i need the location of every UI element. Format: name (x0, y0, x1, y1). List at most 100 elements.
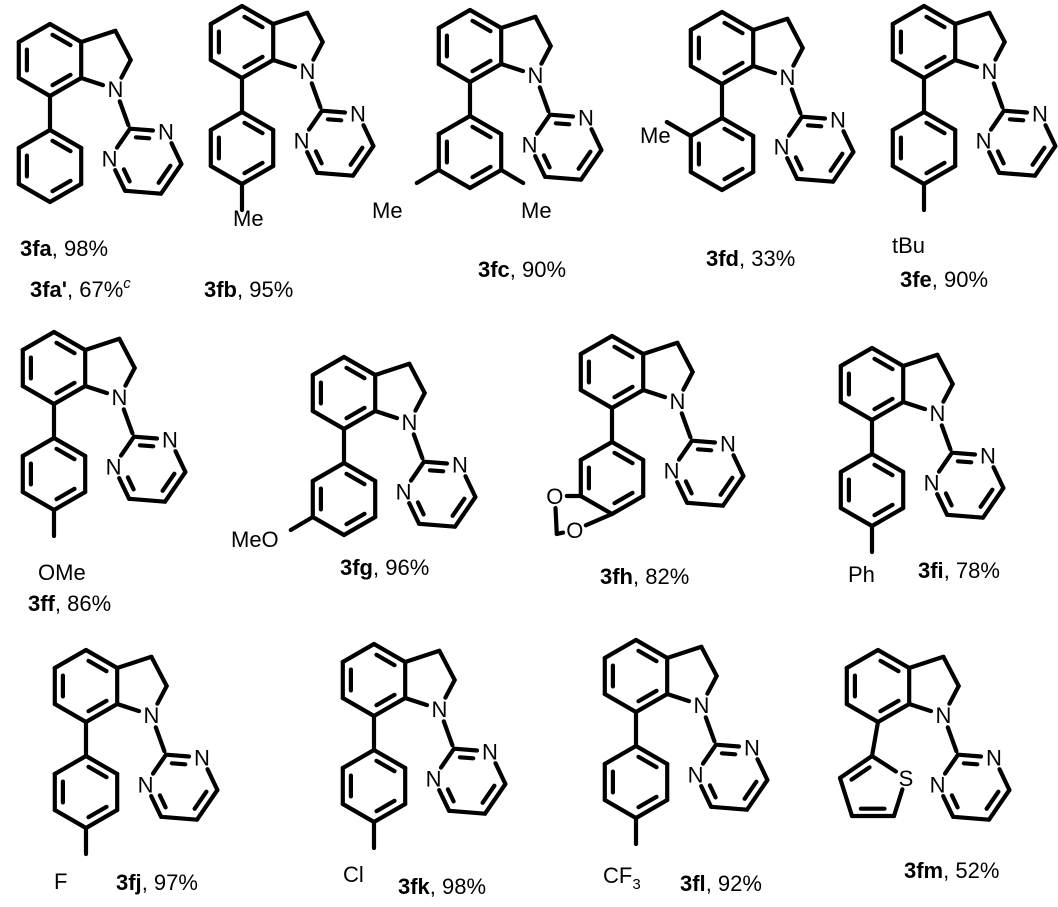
ring-double-bond (1007, 117, 1026, 123)
n-pyrimidine-bond (679, 411, 693, 440)
ring-double-bond (50, 32, 73, 48)
ring-bond (838, 505, 875, 529)
ring-bond (838, 399, 875, 423)
ring-bond (467, 7, 504, 31)
ring-double-bond (949, 793, 960, 810)
ring-bond (271, 10, 310, 27)
ring-bond (119, 57, 133, 80)
ring-bond (417, 521, 458, 529)
ring-double-bond (924, 14, 947, 30)
ring-bond (437, 648, 457, 683)
ring-bond (838, 451, 875, 475)
n-pyrimidine-bond (117, 99, 131, 128)
ring-bond (114, 126, 133, 150)
ring-bond (113, 28, 133, 63)
ring-bond (115, 654, 154, 671)
ring-bond (310, 460, 347, 484)
ring-bond (47, 181, 84, 205)
ring-bond (991, 465, 1006, 491)
ring-double-bond (984, 789, 1001, 811)
ring-bond (633, 691, 670, 715)
ring-double-bond (242, 14, 265, 30)
ring-bond (844, 647, 881, 671)
ring-bond (127, 126, 156, 133)
pyrimidine-nitrogen: N (578, 106, 594, 131)
ring-double-bond (849, 765, 872, 782)
ring-bond (949, 450, 978, 457)
ring-double-bond (955, 459, 974, 465)
ring-bond (117, 336, 137, 371)
ring-double-bond (828, 151, 845, 173)
ring-bond (578, 147, 604, 182)
ring-double-bond (683, 479, 694, 496)
ring-double-bond (348, 145, 365, 167)
caption-3fd: 3fd, 33% (706, 246, 795, 271)
ring-double-bond (793, 155, 804, 172)
ring-bond (681, 369, 695, 392)
substituent-bond (414, 167, 441, 186)
ring-double-bond (86, 658, 109, 674)
mol-3ff: NNN (20, 329, 188, 539)
substituent-3fe: tBu (892, 233, 925, 258)
n-pyrimidine-bond (411, 432, 425, 461)
n-pyrimidine-bond (153, 725, 167, 754)
ring-bond (944, 512, 986, 520)
ring-bond (463, 474, 478, 500)
ring-bond (602, 797, 639, 821)
ring-double-bond (636, 794, 659, 810)
ring-bond (436, 7, 473, 31)
ring-bond (341, 514, 378, 538)
ring-double-bond (480, 783, 497, 805)
substituent-3fc-left: Me (372, 198, 403, 223)
ring-bond (719, 115, 756, 139)
ring-double-bond (722, 166, 745, 182)
ring-double-bond (872, 502, 895, 518)
ring-bond (208, 3, 245, 27)
ring-bond (799, 114, 828, 121)
mol-3fk: NNN (340, 641, 508, 851)
ring-bond (123, 365, 137, 388)
ring-bond (131, 434, 160, 441)
ring-bond (875, 647, 912, 671)
ring-bond (407, 361, 427, 396)
mol-3fb: NNN (208, 3, 376, 213)
substituent-3fb: Me (233, 206, 264, 231)
ring-double-bond (961, 761, 980, 767)
ring-double-bond (242, 120, 265, 136)
ring-bond (993, 39, 1007, 62)
substituent-3fd: Me (640, 123, 671, 148)
ring-double-bond (374, 692, 397, 708)
ring-double-bond (541, 153, 552, 170)
pyrimidine-nitrogen: N (744, 736, 760, 761)
ring-bond (1032, 143, 1058, 178)
ring-bond (676, 438, 695, 462)
caption-3fg: 3fg, 96% (340, 555, 429, 580)
ring-bond (350, 143, 376, 178)
n-pyrimidine-bond (945, 725, 959, 754)
ring-bond (901, 352, 940, 369)
ring-bond (755, 757, 770, 783)
indoline-nitrogen: N (935, 703, 951, 728)
ring-bond (150, 752, 169, 776)
ring-double-bond (553, 121, 572, 127)
ring-double-bond (54, 486, 77, 502)
ring-double-bond (325, 117, 344, 123)
ring-double-bond (125, 475, 136, 492)
ring-bond (589, 127, 604, 153)
structures: NNNNNNNNNNNNNNNNNNNNNNNNOONNNNNNNNNNNNNN… (16, 3, 1058, 857)
indoline-nitrogen: N (929, 401, 945, 426)
substituent-3fi: Ph (848, 562, 875, 587)
ring-bond (890, 163, 927, 187)
ring-bond (1043, 123, 1058, 149)
mol-3fa: NNN (16, 21, 184, 205)
caption-3fa: 3fa, 98% (20, 236, 108, 261)
ring-double-bond (878, 698, 901, 714)
ring-bond (921, 57, 958, 81)
ring-bond (371, 747, 408, 771)
ring-bond (744, 777, 770, 812)
ring-double-bond (924, 120, 947, 136)
ring-double-bond (924, 160, 947, 176)
ring-bond (950, 814, 992, 822)
ring-bond (51, 383, 88, 407)
